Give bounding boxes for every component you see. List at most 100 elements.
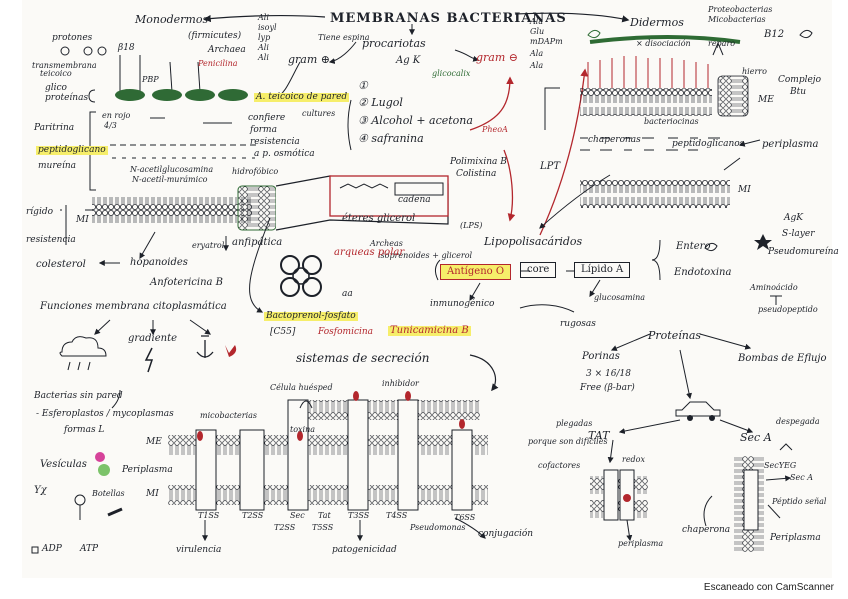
core-box: core [520, 262, 557, 278]
cultures-label: cultures [302, 109, 336, 118]
bacteriocinas-label: bacteriocinas [644, 117, 699, 126]
botellas-label: Botellas [92, 489, 125, 498]
arqueas-lipid-ring [280, 255, 322, 297]
seca-small-label: Sec A [790, 473, 814, 482]
vesicle-pink [95, 452, 105, 462]
glicocalix-label: glicocalix [432, 69, 471, 78]
lightning-icon [144, 347, 154, 373]
me-label-secretion: ME [146, 437, 162, 447]
en-rojo-label: en rojo [102, 111, 131, 120]
eteres-glicerol-label: éteres glicerol [342, 213, 416, 224]
endotoxina-label: Endotoxina [674, 267, 732, 278]
chaperona-label: chaperona [682, 525, 731, 535]
aa-label: aa [342, 289, 353, 299]
porinas-label: Porinas [582, 351, 620, 362]
bactoprenol-label: Bactoprenol-fosfato [264, 311, 358, 321]
virulencia-label: virulencia [176, 545, 222, 555]
sec-channel [703, 443, 793, 552]
star-icon [754, 234, 772, 250]
inhibidor-label: inhibidor [382, 379, 419, 388]
agk-center-label: Ag K [396, 55, 421, 66]
lpt-label: LPT [540, 161, 561, 172]
didermos-lipid-4: Ala [530, 61, 544, 70]
rigido-label: rígido [26, 207, 53, 217]
vesicle-green [98, 464, 110, 476]
gram-positive-wall [60, 46, 248, 103]
secyeg-label: SecYEG [764, 461, 797, 470]
antigeno-box: Antígeno O [440, 264, 512, 280]
stain-step-3: ③ Alcohol + acetona [358, 114, 473, 127]
forma-label: forma [250, 125, 277, 135]
porinas-free-label: Free (β-bar) [580, 383, 635, 393]
cofactores-label: cofactores [538, 461, 581, 470]
periplasma-label-secretion: Periplasma [122, 465, 173, 475]
confiere-label: confiere [248, 113, 286, 123]
cadena-label: cadena [398, 195, 431, 205]
porinas-size-label: 3 × 16/18 [586, 369, 631, 379]
sec-a-label: Sec A [740, 431, 772, 444]
membrane-cylinder-end [237, 185, 277, 231]
rugosas-label: rugosas [560, 319, 596, 329]
plegadas-label: plegadas [556, 419, 593, 428]
cloud-icon [59, 336, 107, 371]
despegada-label: despegada [776, 417, 820, 426]
arrow-to-monodermos [203, 14, 326, 23]
leaf-icon-didermos [587, 29, 601, 39]
secretion-membranes [168, 391, 488, 542]
transmembrana-label: transmembrana [32, 61, 97, 70]
colistina-label: Colistina [456, 169, 497, 179]
fosfomicina-label: Fosfomicina [318, 327, 374, 337]
me-label-didermos: ME [758, 95, 774, 105]
gram-negative-label: gram ⊖ [476, 51, 519, 64]
mi-label-didermos: MI [738, 185, 751, 195]
lipid-label-4: Ali [258, 53, 269, 62]
pill-icon [107, 507, 123, 517]
gradiente-label: gradiente [128, 333, 178, 344]
complejo-label: Complejo [778, 75, 822, 85]
sin-pared-label: Bacterias sin pared [34, 391, 123, 401]
micobacterias-label: Micobacterias [708, 15, 766, 24]
redox-label: redox [622, 455, 646, 464]
pbp-label: PBP [142, 75, 159, 84]
isoprenoides-label: isoprenoides + glicerol [378, 251, 473, 260]
yx-label: Yχ [34, 485, 47, 496]
bactoprenol-code: [C55] [270, 327, 296, 337]
toxina-label: toxina [290, 425, 316, 434]
glico-label: glico [45, 83, 67, 93]
resistencia-label: resistencia [250, 137, 300, 147]
atp-label: ATP [80, 544, 99, 554]
peptido-senal-label: Péptido señal [772, 497, 827, 506]
arqueas-polar-label: arqueas polar [334, 247, 405, 258]
lipid-label-3: Ali [258, 43, 269, 52]
arrow-secretion [469, 354, 499, 392]
conjugacion-label: conjugación [478, 529, 534, 539]
gram-positive-label: gram ⊕ [288, 53, 331, 66]
archaea-label: Archaea [208, 45, 246, 55]
stain-step-4: ④ safranina [358, 132, 424, 145]
anchor-icon [196, 335, 214, 358]
tiene-espina-label: Tiene espina [318, 33, 370, 42]
teicoico-pared-label: A. teicoico de pared [254, 92, 350, 102]
car-icon [675, 401, 721, 417]
micobacterias-secretion-label: micobacterias [200, 411, 258, 420]
btu-label: Btu [790, 87, 807, 97]
penicilina-label: Penicilina [198, 59, 238, 68]
mi-label-secretion: MI [146, 489, 159, 499]
lipid-label-2: lyp [258, 33, 271, 42]
didermos-membranes [544, 35, 749, 208]
scanner-watermark: Escaneado con CamScanner [703, 582, 834, 593]
lps-label: Lipopolisacáridos [484, 235, 583, 248]
polimixina-label: Polimixina B [450, 157, 507, 167]
didermos-title: Didermos [630, 16, 684, 29]
formas-l-label: formas L [64, 425, 105, 435]
b12-label: B12 [764, 29, 785, 40]
slayer-label: S-layer [782, 229, 815, 239]
lipido-a-box: Lípido A [574, 262, 631, 278]
adp-label: ADP [42, 544, 62, 554]
archeas-label: Archeas [370, 239, 403, 248]
funciones-label: Funciones membrana citoplasmática [40, 301, 227, 312]
muramico-label: N-acetil-murámico [132, 175, 208, 184]
aminoacido-label: Aminoácido [750, 283, 798, 292]
secretion-type-1: T2SS [242, 511, 264, 520]
pseudomonas-label: Pseudomonas [410, 523, 466, 532]
